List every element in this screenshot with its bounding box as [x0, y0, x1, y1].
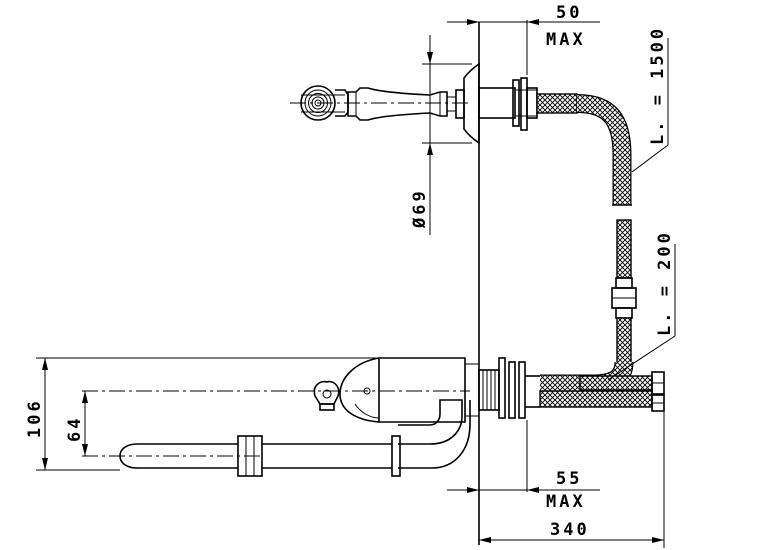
- dim-body-height: 106: [25, 357, 380, 471]
- dim-long-hose: L. = 1500: [631, 26, 669, 173]
- dim-rosette-diameter-label: Ø69: [410, 188, 430, 229]
- dim-bottom-offset-unit: MAX: [546, 492, 586, 512]
- mixer-body: [313, 357, 479, 423]
- handshower-handle: [347, 87, 465, 121]
- dim-overall-length-label: 340: [550, 520, 590, 540]
- dim-bottom-offset: 55 MAX: [447, 420, 600, 512]
- long-hose: [536, 93, 637, 394]
- dim-overall-length: 340: [479, 412, 665, 548]
- short-hose: [539, 371, 665, 412]
- bottom-wall-connectors: [478, 357, 540, 419]
- dim-short-hose-label: L. = 200: [655, 230, 675, 336]
- dim-rosette-diameter: Ø69: [410, 35, 472, 235]
- dim-top-offset-value: 50: [556, 3, 582, 23]
- dim-long-hose-label: L. = 1500: [648, 26, 668, 145]
- mixer-lever: [313, 380, 340, 411]
- dim-spout-axis-height-label: 64: [65, 416, 85, 442]
- top-rosette: [463, 62, 480, 145]
- spout: [119, 399, 471, 477]
- wall-connector: [478, 77, 538, 131]
- dim-bottom-offset-value: 55: [556, 469, 582, 489]
- dim-body-height-label: 106: [25, 398, 45, 438]
- dim-spout-axis-height: 64: [65, 391, 88, 456]
- handshower-assembly: [300, 62, 538, 145]
- dim-top-offset: 50 MAX: [447, 3, 600, 75]
- dim-short-hose: L. = 200: [607, 230, 676, 381]
- dim-top-offset-unit: MAX: [546, 30, 586, 50]
